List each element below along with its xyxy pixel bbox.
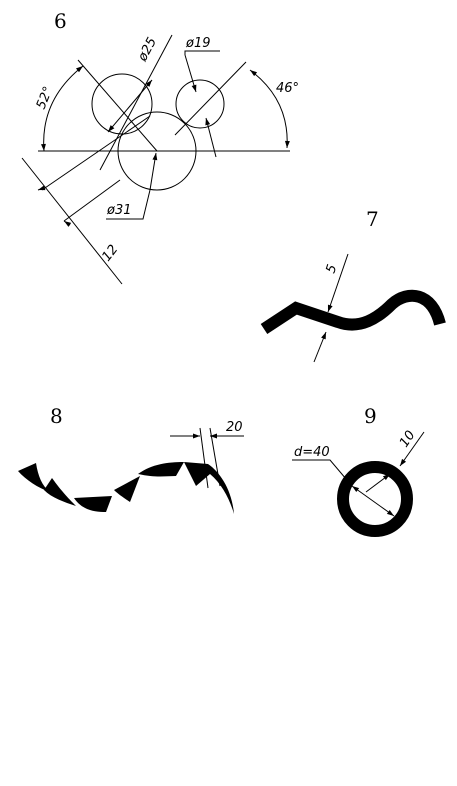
circle-d25 (91, 73, 153, 135)
offset-12-label: 12 (99, 242, 121, 264)
figure-6: 6 52° ø25 ø19 46° ø31 12 (21, 9, 299, 285)
figure-number-8: 8 (50, 404, 63, 428)
dia31-label: ø31 (106, 203, 132, 218)
arrow-segment-4 (114, 476, 140, 502)
figure-7: 7 5 (260, 207, 446, 363)
dia31-leader-shelf (106, 189, 151, 220)
angle-52-label: 52° (34, 85, 57, 112)
arrow-segment-3 (74, 496, 112, 512)
figure-number-6: 6 (54, 9, 67, 33)
width-10-label: 10 (397, 428, 419, 450)
offset-12-leader (21, 157, 123, 285)
width-20-extension-a (199, 427, 209, 489)
width-20-label: 20 (226, 420, 243, 435)
diameter-40-label: d=40 (294, 445, 330, 460)
offset-12-arrow-a (37, 185, 46, 191)
figure-number-7: 7 (366, 207, 379, 231)
arrow-segment-2 (44, 478, 76, 506)
circle-d19 (175, 79, 225, 129)
diameter-40-leader-shelf (292, 459, 353, 487)
angle-46-arc (249, 69, 290, 149)
dia25-label: ø25 (135, 35, 160, 65)
diameter-40-dimension (351, 485, 395, 517)
width-5-label: 5 (324, 263, 341, 276)
offset-12-arrow-b (63, 220, 72, 227)
thick-polyline-stroke (260, 289, 446, 335)
dia19-arrow-bottom (205, 117, 217, 158)
figure-number-9: 9 (364, 404, 377, 428)
dia31-extension (41, 115, 151, 191)
width-10-arrow-outer (399, 431, 425, 467)
arrow-segment-1 (18, 463, 50, 492)
angle-46-label: 46° (276, 81, 299, 96)
width-5-arrow-top (327, 253, 349, 313)
figure-8: 8 20 (18, 404, 244, 514)
figure-9: 9 d=40 10 (292, 404, 425, 537)
width-10-arrow-inner (365, 473, 391, 493)
dia25-dimension (107, 79, 153, 133)
dia19-arrow-top (184, 54, 197, 93)
width-5-arrow-bottom (313, 331, 327, 363)
offset-12-extension (63, 179, 121, 222)
thick-ring (337, 461, 413, 537)
angle-46-ray (174, 61, 247, 136)
dia19-label: ø19 (185, 36, 211, 51)
dia31-dimension (149, 152, 158, 191)
arrow-segment-6 (184, 462, 234, 514)
dia19-leader-shelf (184, 50, 220, 55)
angle-52-arc (41, 65, 84, 152)
circle-d31 (117, 111, 197, 191)
arrow-segment-5 (138, 462, 184, 477)
